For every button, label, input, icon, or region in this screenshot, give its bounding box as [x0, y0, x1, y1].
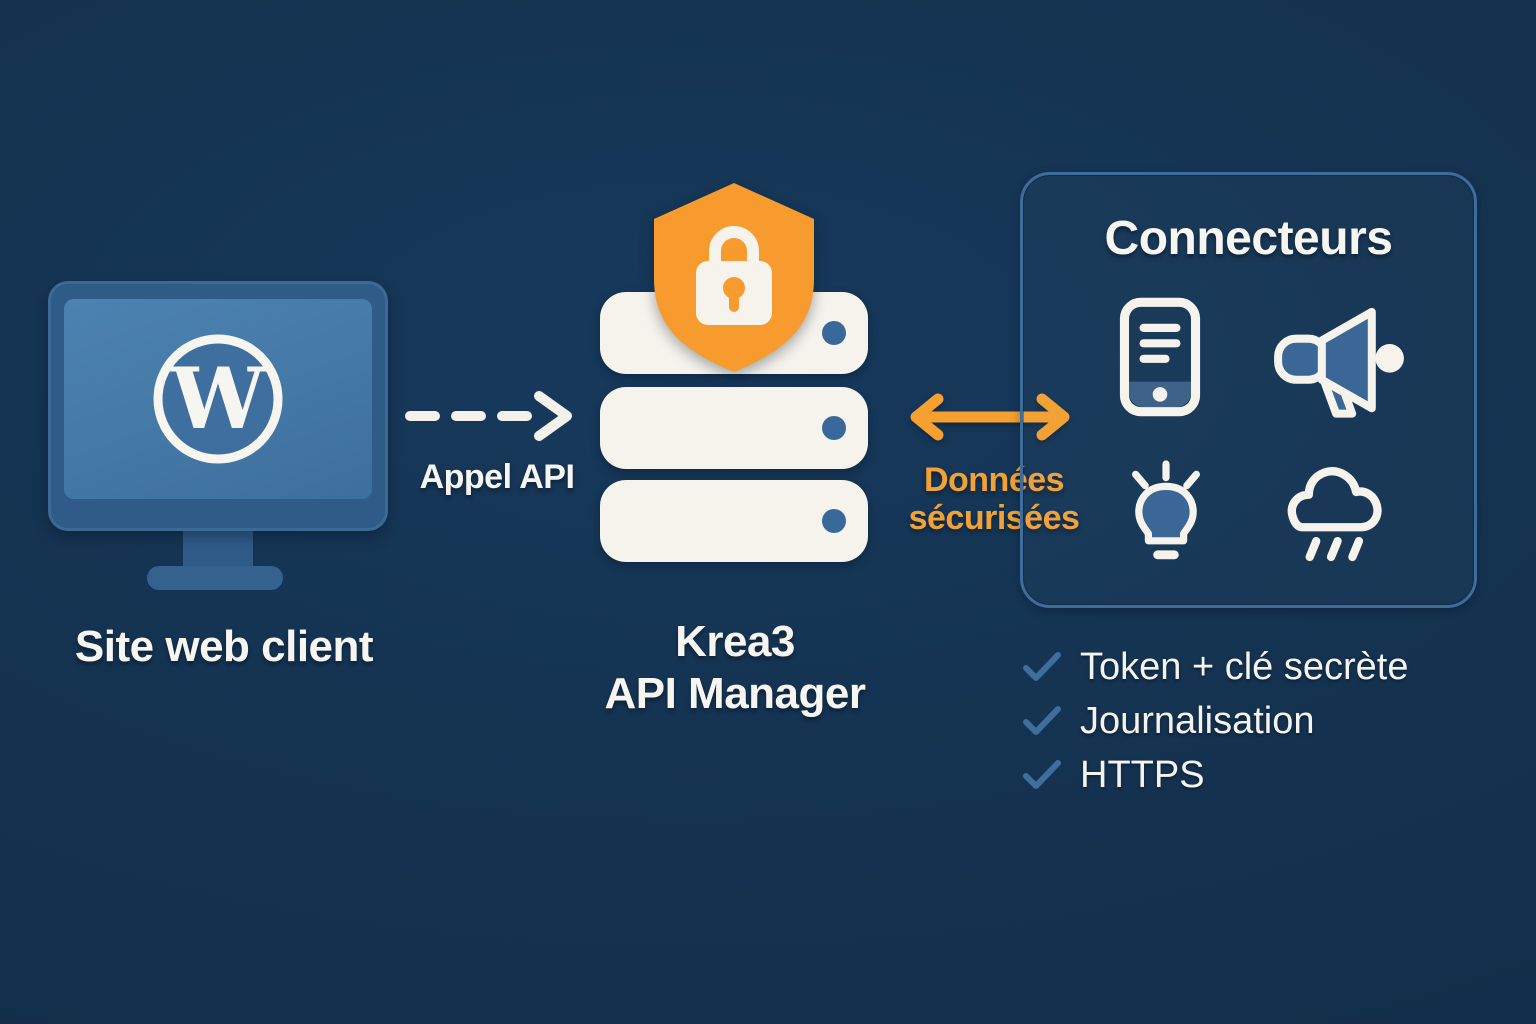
api-manager-title-line1: Krea3	[675, 617, 795, 666]
connectors-panel: Connecteurs	[1020, 172, 1477, 608]
check-icon	[1023, 652, 1061, 681]
megaphone-icon	[1274, 307, 1404, 418]
monitor-stand-base	[147, 566, 283, 590]
check-icon	[1023, 706, 1061, 735]
wordpress-logo-icon: W	[153, 334, 283, 464]
server-led	[822, 509, 846, 533]
api-manager-node-label: Krea3 API Manager	[585, 616, 885, 720]
secure-data-label-line2: sécurisées	[908, 499, 1080, 537]
checklist-item: HTTPS	[1022, 748, 1492, 802]
secure-data-edge-label: Données sécurisées	[893, 461, 1095, 537]
monitor-icon: W	[48, 281, 388, 531]
double-arrow-icon	[910, 393, 1070, 441]
lightbulb-icon	[1132, 460, 1200, 560]
checklist-item-label: Token + clé secrète	[1080, 645, 1409, 688]
checklist-item-label: HTTPS	[1080, 753, 1205, 796]
server-led	[822, 416, 846, 440]
client-node-label: Site web client	[74, 622, 374, 671]
server-row	[600, 387, 868, 469]
monitor-screen: W	[64, 299, 372, 499]
smartphone-icon	[1119, 297, 1201, 417]
server-led	[822, 321, 846, 345]
server-row	[600, 480, 868, 562]
secure-data-label-line1: Données	[923, 461, 1065, 499]
rain-cloud-icon	[1287, 467, 1382, 562]
security-checklist: Token + clé secrète Journalisation HTTPS	[1022, 640, 1492, 802]
checklist-item-label: Journalisation	[1080, 699, 1315, 742]
security-shield-lock-icon	[654, 183, 814, 372]
dashed-arrow-icon	[405, 391, 572, 441]
check-icon	[1023, 760, 1061, 789]
checklist-item: Journalisation	[1022, 694, 1492, 748]
checklist-item: Token + clé secrète	[1022, 640, 1492, 694]
api-call-edge-label: Appel API	[419, 458, 575, 496]
connectors-panel-title: Connecteurs	[1104, 212, 1393, 265]
api-manager-title-line2: API Manager	[604, 669, 866, 718]
svg-text:W: W	[170, 349, 267, 448]
